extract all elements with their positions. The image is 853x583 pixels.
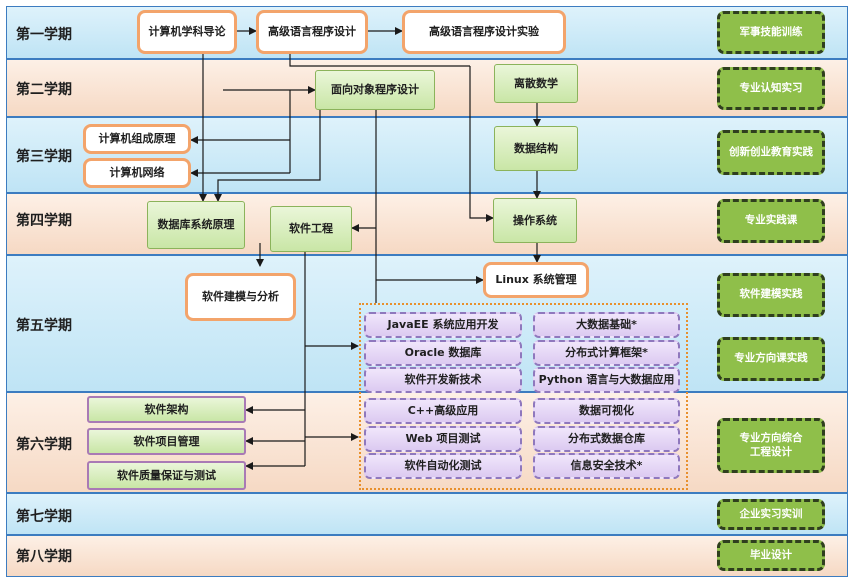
elective-cpp: C++高级应用 — [364, 398, 522, 424]
semester-band-4 — [6, 193, 848, 255]
practice-comprehensive-line2: 工程设计 — [750, 445, 792, 458]
semester-band-8 — [6, 535, 848, 577]
course-se: 软件工程 — [270, 206, 352, 252]
course-linux: Linux 系统管理 — [483, 262, 589, 298]
elective-webtest: Web 项目测试 — [364, 426, 522, 452]
elective-dw: 分布式数据仓库 — [533, 426, 680, 452]
semester-label-7: 第七学期 — [16, 509, 72, 525]
semester-label-2: 第二学期 — [16, 82, 72, 98]
course-qa: 软件质量保证与测试 — [87, 461, 246, 490]
practice-military: 军事技能训练 — [717, 11, 825, 54]
semester-label-8: 第八学期 — [16, 549, 72, 565]
practice-comprehensive-line1: 专业方向综合 — [739, 432, 803, 445]
course-ds: 数据结构 — [494, 126, 578, 171]
course-pm: 软件项目管理 — [87, 428, 246, 455]
semester-label-4: 第四学期 — [16, 213, 72, 229]
elective-bigdata: 大数据基础* — [533, 312, 680, 338]
elective-newtech: 软件开发新技术 — [364, 367, 522, 393]
elective-distcomp: 分布式计算框架* — [533, 340, 680, 366]
course-db: 数据库系统原理 — [147, 201, 245, 249]
semester-label-6: 第六学期 — [16, 437, 72, 453]
course-network: 计算机网络 — [83, 158, 191, 188]
practice-innovation: 创新创业教育实践 — [717, 130, 825, 175]
semester-band-7 — [6, 493, 848, 535]
course-os: 操作系统 — [493, 198, 577, 243]
elective-javaee: JavaEE 系统应用开发 — [364, 312, 522, 338]
elective-autotest: 软件自动化测试 — [364, 453, 522, 479]
semester-label-3: 第三学期 — [16, 149, 72, 165]
practice-graduation: 毕业设计 — [717, 540, 825, 571]
practice-prof: 专业实践课 — [717, 199, 825, 243]
practice-comprehensive: 专业方向综合 工程设计 — [717, 418, 825, 473]
elective-oracle: Oracle 数据库 — [364, 340, 522, 366]
semester-label-5: 第五学期 — [16, 318, 72, 334]
semester-label-1: 第一学期 — [16, 27, 72, 43]
course-intro: 计算机学科导论 — [137, 10, 237, 54]
elective-visual: 数据可视化 — [533, 398, 680, 424]
course-modeling: 软件建模与分析 — [185, 273, 296, 321]
elective-python: Python 语言与大数据应用 — [533, 367, 680, 393]
course-hll: 高级语言程序设计 — [256, 10, 368, 54]
practice-internship: 企业实习实训 — [717, 499, 825, 530]
course-arch: 软件架构 — [87, 396, 246, 423]
practice-modeling: 软件建模实践 — [717, 273, 825, 317]
course-organization: 计算机组成原理 — [83, 124, 191, 154]
course-discrete: 离散数学 — [494, 64, 578, 103]
elective-security: 信息安全技术* — [533, 453, 680, 479]
elective-region — [359, 303, 688, 490]
practice-direction: 专业方向课实践 — [717, 337, 825, 381]
practice-cognition: 专业认知实习 — [717, 67, 825, 110]
course-hll-lab: 高级语言程序设计实验 — [402, 10, 566, 54]
course-oop: 面向对象程序设计 — [315, 70, 435, 110]
